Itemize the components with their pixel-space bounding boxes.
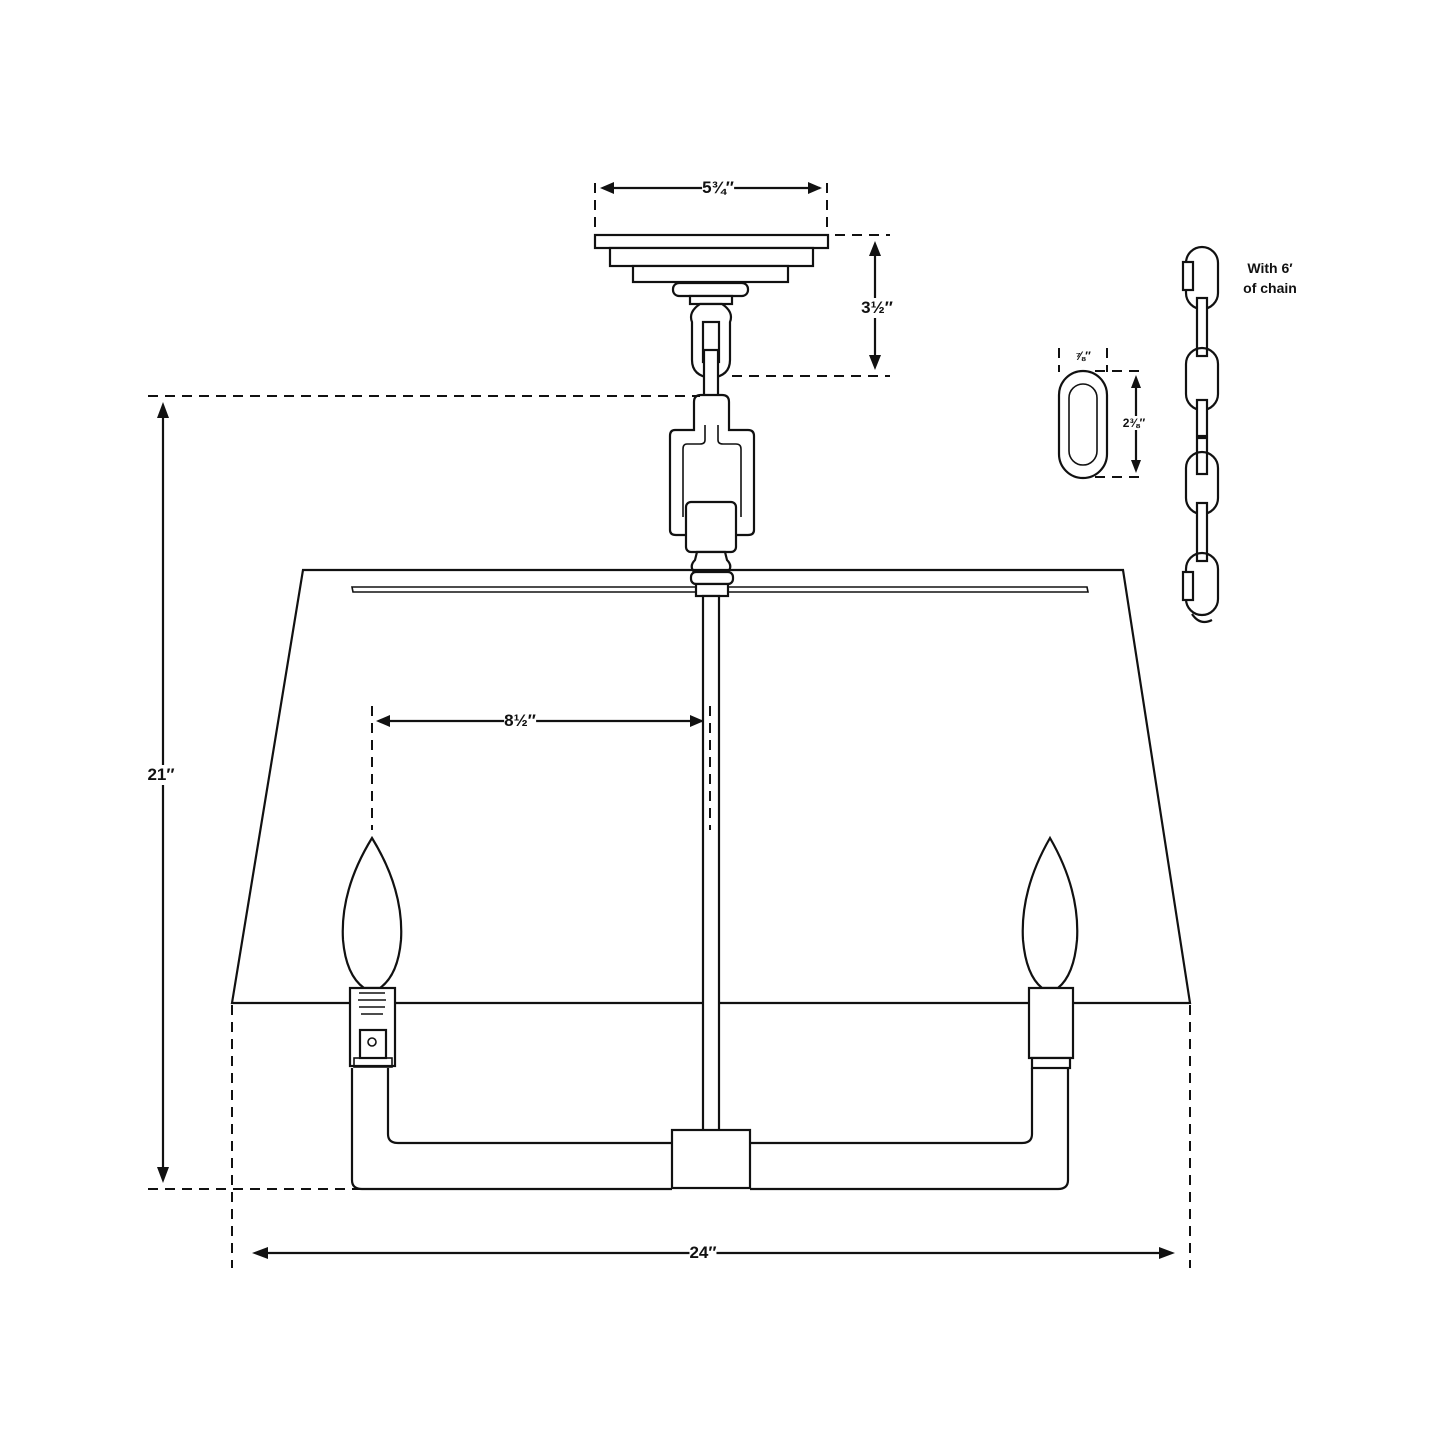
chain-note-line1: With 6′ (1247, 260, 1293, 276)
lamp-shade (230, 568, 1192, 1005)
right-bulb (1021, 835, 1079, 1070)
overall-width-label: 24″ (689, 1243, 717, 1263)
center-rod (701, 594, 721, 1133)
chain-link-detail (1057, 348, 1145, 480)
chain-strip (1181, 245, 1220, 624)
arms (350, 1068, 1070, 1191)
chain-note: With 6′ of chain (1232, 258, 1308, 298)
hanging-loop (668, 348, 756, 574)
link-width-label: ⅞″ (1075, 349, 1091, 363)
link-height-label: 2⅜″ (1122, 416, 1146, 430)
dim-arm-reach (371, 706, 711, 830)
arm-reach-label: 8½″ (504, 711, 536, 731)
overall-height-label: 21″ (147, 765, 175, 785)
chain-note-line2: of chain (1243, 280, 1297, 296)
canopy-height-label: 3½″ (861, 298, 893, 318)
canopy-width-label: 5¾″ (702, 178, 734, 198)
dim-overall-height (148, 395, 700, 1190)
left-bulb (341, 835, 403, 1068)
